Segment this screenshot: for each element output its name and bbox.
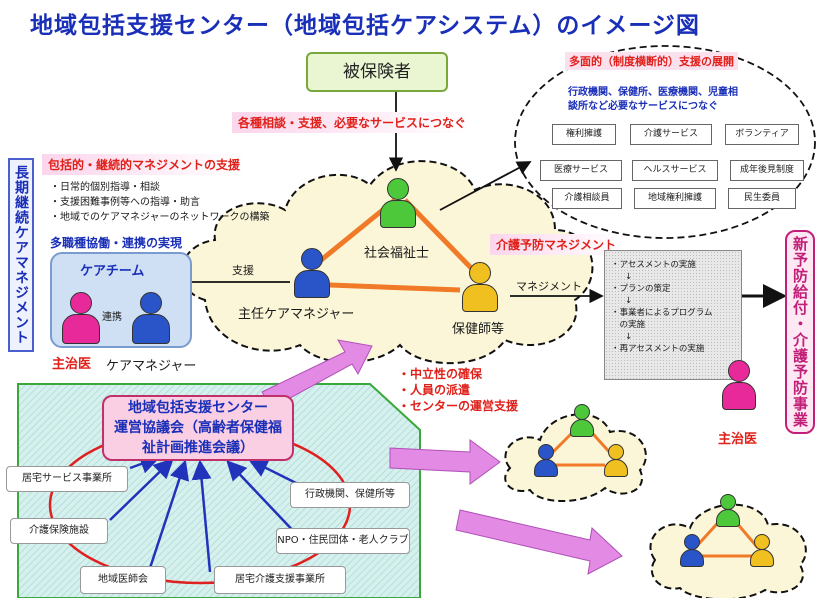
care-team-title: ケアチーム bbox=[80, 264, 145, 279]
service-box-health: ヘルスサービス bbox=[632, 160, 718, 181]
comprehensive-subtitle: 多職種協働・連携の実現 bbox=[50, 236, 183, 250]
service-box-rights: 権利擁護 bbox=[552, 124, 616, 145]
comprehensive-bullets: ・日常的個別指導・相談 ・支援困難事例等への指導・助言 ・地域でのケアマネジャー… bbox=[50, 182, 270, 223]
mini-team-2 bbox=[676, 494, 786, 574]
arrow-to-services bbox=[439, 161, 532, 211]
multi-support-desc: 行政機関、保健所、医療機関、児童相 談所など必要なサービスにつなぐ bbox=[568, 87, 738, 112]
small-cloud-1 bbox=[504, 413, 647, 502]
management-label: マネジメント bbox=[516, 280, 582, 293]
pink-arrow-mid bbox=[389, 439, 501, 485]
center-cloud bbox=[180, 160, 594, 365]
chief-cm-figure bbox=[294, 248, 330, 298]
multi-support-title: 多面的（制度横断的）支援の展開 bbox=[565, 52, 738, 70]
nurse-label: 保健師等 bbox=[452, 322, 505, 337]
org-home-service: 居宅サービス事業所 bbox=[6, 466, 128, 492]
prevention-title: 介護予防マネジメント bbox=[490, 234, 623, 255]
prevention-doctor-figure bbox=[722, 360, 756, 410]
care-team-link: 連携 bbox=[102, 312, 122, 323]
care-team-cm: ケアマネジャー bbox=[106, 359, 197, 374]
service-box-care: 介護サービス bbox=[630, 124, 712, 145]
care-team-doctor: 主治医 bbox=[52, 357, 92, 372]
care-team-doctor-figure bbox=[62, 292, 100, 344]
prevention-doctor: 主治医 bbox=[718, 432, 758, 447]
care-team-cm-figure bbox=[132, 292, 170, 344]
service-box-local-rights: 地域権利擁護 bbox=[634, 188, 716, 209]
council-box: 地域包括支援センター 運営協議会（高齢者保健福 祉計画推進会議） bbox=[102, 395, 294, 461]
service-box-volunteer: ボランティア bbox=[725, 124, 799, 145]
pink-arrow-low bbox=[455, 509, 623, 575]
org-medical-assoc: 地域医師会 bbox=[80, 566, 166, 594]
social-worker-label: 社会福祉士 bbox=[364, 246, 430, 261]
org-admin: 行政機関、保健所等 bbox=[290, 482, 410, 508]
org-care-facility: 介護保険施設 bbox=[10, 518, 108, 544]
neutral-list: ・中立性の確保 ・人員の派遣 ・センターの運営支援 bbox=[398, 367, 519, 413]
support-label: 支援 bbox=[232, 264, 254, 277]
service-box-guardian: 成年後見制度 bbox=[730, 160, 804, 181]
connect-label: 各種相談・支援、必要なサービスにつなぐ bbox=[232, 112, 473, 133]
long-term-label: 長期継続ケアマネジメント bbox=[8, 158, 34, 352]
org-npo: NPO・住民団体・老人クラブ bbox=[276, 528, 410, 554]
social-worker-figure bbox=[380, 178, 416, 228]
comprehensive-title: 包括的・継続的マネジメントの支援 bbox=[42, 154, 247, 175]
org-home-care-support: 居宅介護支援事業所 bbox=[214, 566, 346, 594]
small-cloud-2 bbox=[649, 503, 807, 598]
insured-box: 被保険者 bbox=[306, 52, 448, 92]
chief-cm-label: 主任ケアマネジャー bbox=[238, 307, 355, 322]
service-box-medical: 医療サービス bbox=[540, 160, 622, 181]
new-prevention-label: 新予防給付・介護予防事業 bbox=[785, 230, 815, 434]
service-box-welfare: 民生委員 bbox=[728, 188, 796, 209]
page-title: 地域包括支援センター（地域包括ケアシステム）のイメージ図 bbox=[30, 13, 700, 39]
service-box-counselor: 介護相談員 bbox=[552, 188, 622, 209]
mini-team-1 bbox=[530, 404, 640, 484]
nurse-figure bbox=[462, 262, 498, 312]
prevention-flow-box: ・アセスメントの実施 ↓ ・プランの策定 ↓ ・事業者によるプログラム の実施 … bbox=[604, 250, 742, 380]
